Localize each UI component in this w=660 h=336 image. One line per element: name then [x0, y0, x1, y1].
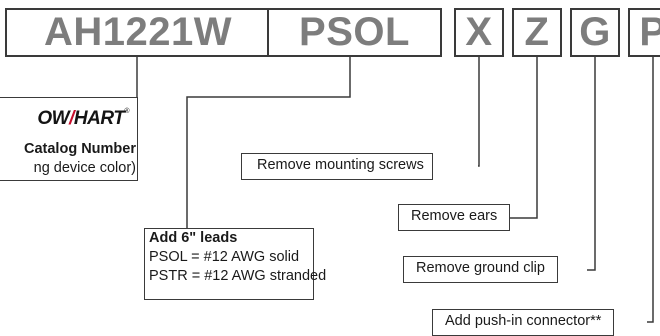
leads-stranded-line: PSTR = #12 AWG stranded: [149, 268, 327, 284]
leads-title: Add 6" leads: [149, 230, 238, 246]
push-connector: [647, 57, 654, 323]
catalog-number-sublabel: ng device color): [33, 160, 136, 176]
code-ground-segment: G: [570, 8, 620, 57]
screws-connector: [478, 57, 480, 167]
brand-logo: OW/HART®: [37, 108, 129, 130]
ears-connector: [497, 57, 538, 219]
leads-callout: Add 6" leads PSOL = #12 AWG solid PSTR =…: [144, 228, 327, 300]
leads-connector: [186, 57, 351, 228]
remove-ears-callout: Remove ears: [398, 204, 511, 231]
catalog-number-label: Catalog Number: [24, 141, 136, 157]
code-base-segment: AH1221W: [5, 8, 269, 57]
remove-screws-callout: Remove mounting screws: [241, 153, 433, 180]
code-ears-segment: Z: [512, 8, 562, 57]
code-screws-segment: X: [454, 8, 504, 57]
logo-text-right: HART: [73, 108, 125, 129]
leads-solid-line: PSOL = #12 AWG solid: [149, 249, 300, 265]
catalog-number-callout: OW/HART® Catalog Number ng device color): [0, 97, 138, 181]
remove-ground-clip-callout: Remove ground clip: [403, 256, 558, 283]
ground-connector: [587, 57, 596, 271]
push-in-connector-callout: Add push-in connector**: [432, 309, 615, 336]
code-leads-segment: PSOL: [267, 8, 442, 57]
logo-registered-mark: ®: [124, 108, 129, 115]
code-push-segment: P: [628, 8, 660, 57]
logo-text-left: OW: [37, 108, 70, 129]
logo-slash: /: [69, 108, 74, 129]
